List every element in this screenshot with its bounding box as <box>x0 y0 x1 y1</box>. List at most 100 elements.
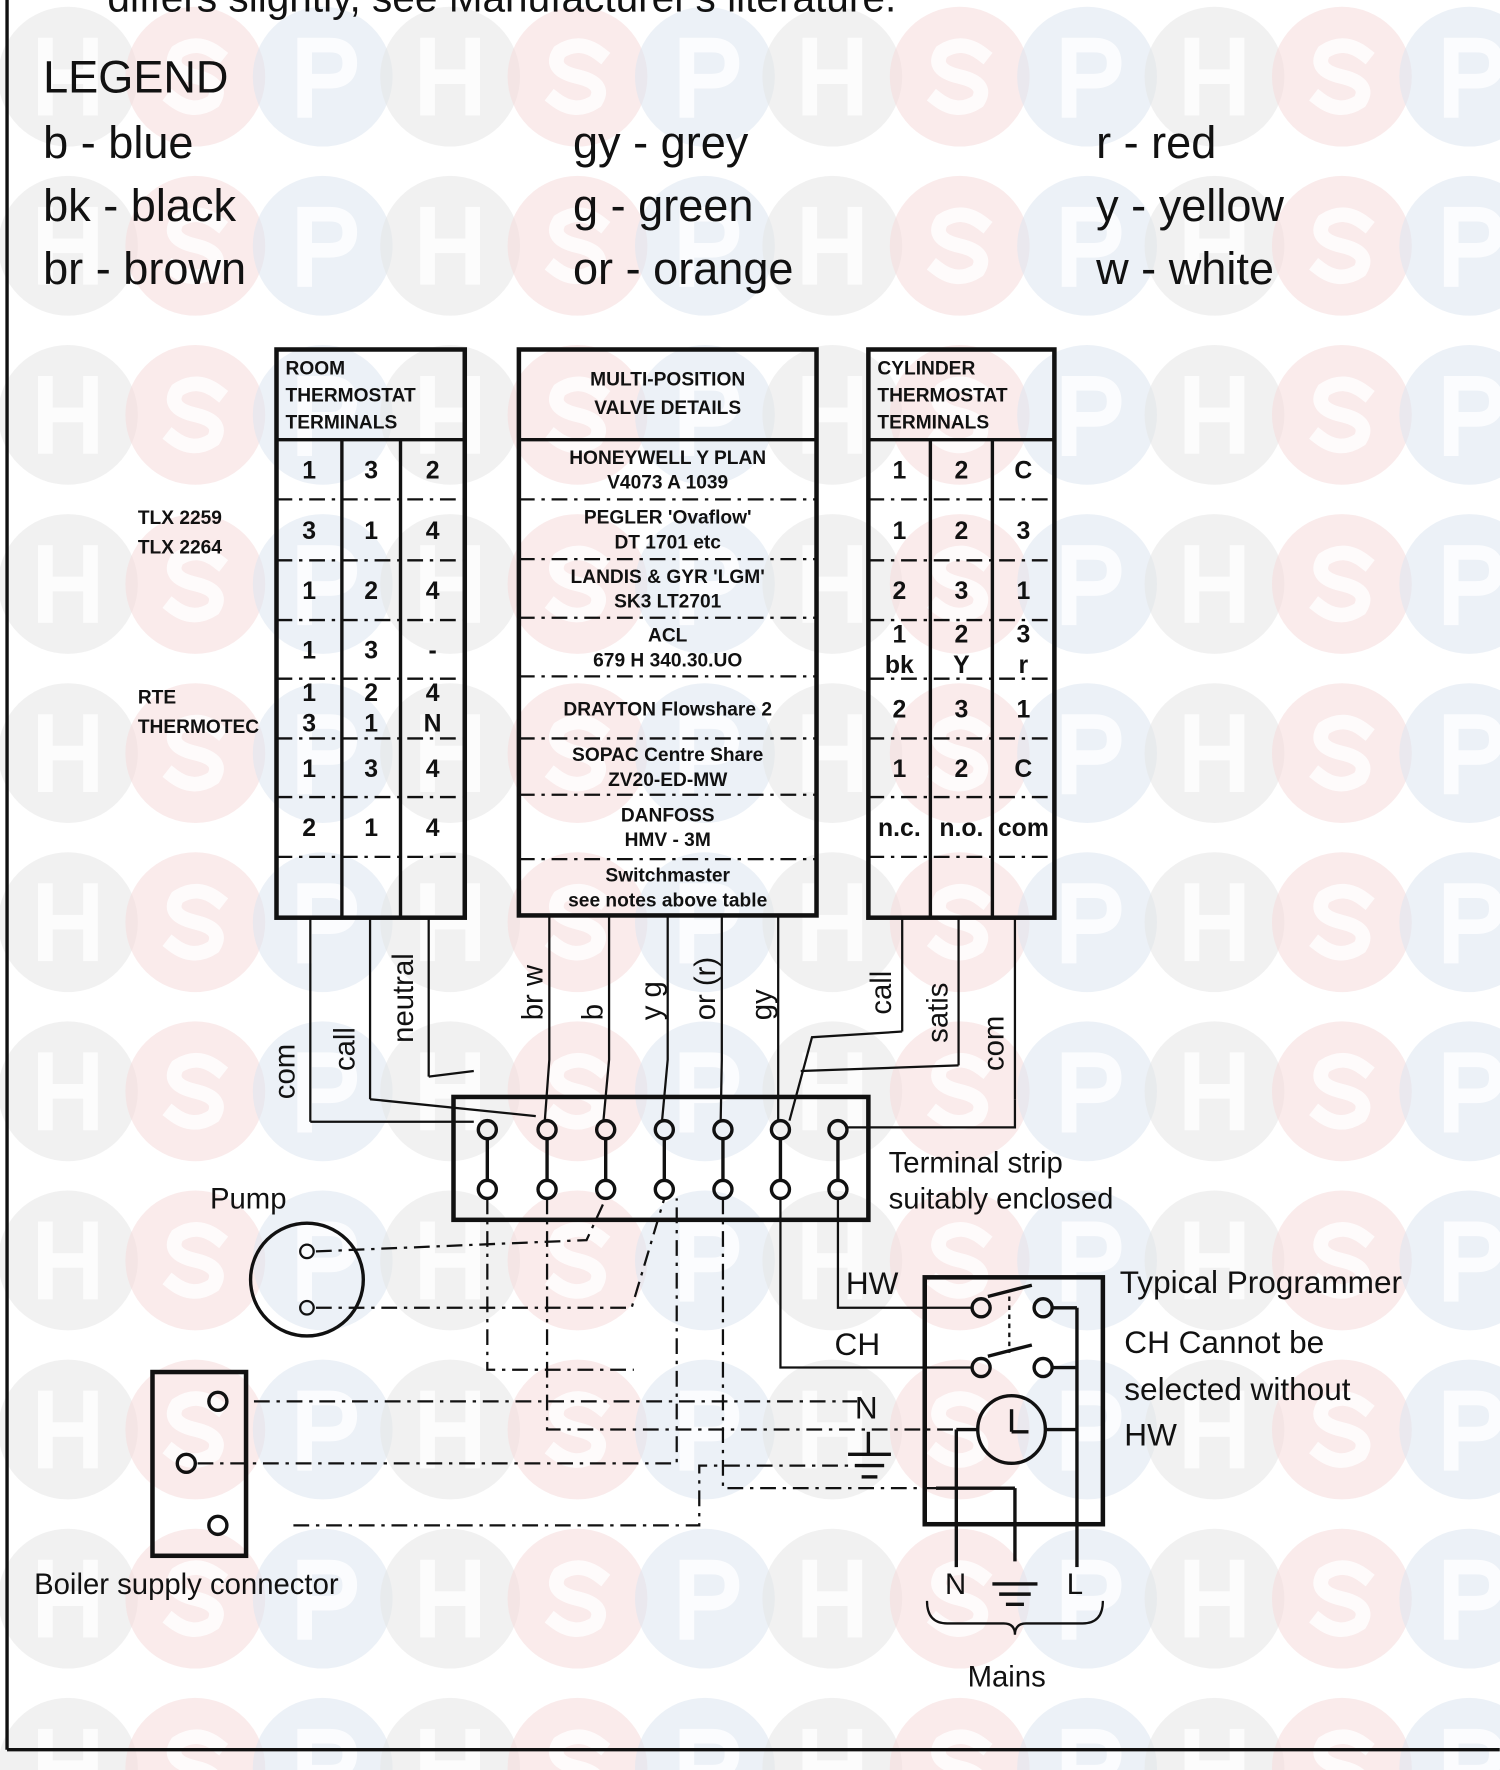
programmer-terminal-n: N <box>855 1389 878 1425</box>
wire-label: call <box>865 971 898 1015</box>
watermark-letter-p <box>1061 206 1122 287</box>
watermark-letter-p <box>1061 1728 1122 1770</box>
legend-item: br - brown <box>43 243 246 294</box>
watermark-letter-s <box>1309 545 1375 623</box>
watermark-letter-h <box>802 1559 863 1638</box>
wire <box>779 1198 973 1369</box>
terminal-strip-label-1: Terminal strip <box>889 1146 1063 1179</box>
watermark-letter-h <box>1184 375 1245 454</box>
table-cell-second-line: bk <box>885 652 914 679</box>
valve-detail: HONEYWELL Y PLAN <box>569 448 766 469</box>
watermark-letter-s <box>1309 1052 1375 1130</box>
watermark-letter-p <box>1061 714 1122 795</box>
table-cell: 2 <box>426 458 440 485</box>
table-cell: 2 <box>364 680 378 707</box>
watermark-letter-s <box>162 1052 229 1130</box>
watermark-letter-s <box>926 714 993 792</box>
watermark-letter-s <box>162 38 229 115</box>
watermark-letter-s <box>1313 1729 1375 1770</box>
mains-label: Mains <box>968 1661 1046 1694</box>
watermark-letter-s <box>544 1052 611 1130</box>
mains-brace <box>925 1600 1104 1635</box>
wire-label: com <box>978 1016 1011 1071</box>
watermark-letter-h <box>38 375 98 454</box>
programmer-note-1: CH Cannot be <box>1124 1324 1324 1360</box>
watermark-letter-p <box>297 1559 358 1640</box>
watermark-letter-h <box>420 37 480 116</box>
intro-text: differs slightly, see Manufacturer's lit… <box>107 0 896 20</box>
wire <box>836 1198 973 1309</box>
watermark-letter-p <box>1443 714 1500 795</box>
watermark-letter-s <box>544 376 611 454</box>
watermark-letter-h <box>1184 1221 1245 1300</box>
table-cell: 4 <box>426 518 440 545</box>
table-cell: 3 <box>1016 622 1030 649</box>
table-cell: 1 <box>302 756 316 783</box>
table-cell: 4 <box>426 815 440 842</box>
terminal-screw <box>769 1178 792 1201</box>
wire-label: gy <box>745 989 778 1020</box>
watermark-letter-p <box>679 1390 740 1471</box>
mains-terminal-l: L <box>1067 1568 1083 1601</box>
legend-item: r - red <box>1096 117 1216 168</box>
wire <box>660 915 669 1121</box>
table-cell: 1 <box>302 578 316 605</box>
earth-icon <box>848 1431 891 1479</box>
watermark-letter-s <box>162 1222 229 1299</box>
watermark-letter-h <box>38 1728 98 1770</box>
table-cell: 1 <box>364 815 378 842</box>
wire <box>788 1030 903 1121</box>
programmer-note-3: HW <box>1124 1416 1177 1452</box>
watermark-letter-s <box>931 1729 993 1770</box>
table-cell: com <box>998 815 1049 842</box>
wire <box>719 915 723 1121</box>
wire-label: neutral <box>387 953 420 1043</box>
table-cell: 3 <box>302 518 316 545</box>
table-cell: 1 <box>892 756 906 783</box>
table-cell: 2 <box>954 518 968 545</box>
table-cell: 4 <box>426 680 440 707</box>
thermostat-model-label: TLX 2259 <box>138 508 222 529</box>
watermark-letter-p <box>1061 1221 1122 1302</box>
watermark-letter-p <box>1061 37 1122 118</box>
table-cell: 2 <box>954 458 968 485</box>
legend-item: or - orange <box>573 243 794 294</box>
table-header: TERMINALS <box>877 412 989 433</box>
thermostat-model-label: RTE <box>138 687 177 708</box>
watermark-letter-p <box>297 206 358 287</box>
table-cell: 4 <box>426 756 440 783</box>
watermark-letter-h <box>1184 1390 1245 1469</box>
table-cell: 3 <box>364 756 378 783</box>
watermark-letter-p <box>679 1221 740 1302</box>
table-cell: 1 <box>1016 578 1030 605</box>
watermark-letter-s <box>544 1560 611 1637</box>
table-cell: 3 <box>954 697 968 724</box>
watermark-letter-s <box>1309 714 1375 792</box>
watermark-letter-p <box>679 375 740 457</box>
watermark-letter-p <box>1061 545 1122 626</box>
legend-item: gy - grey <box>573 117 749 168</box>
watermark-letter-s <box>926 545 993 623</box>
table-cell: 3 <box>364 637 378 664</box>
watermark-letter-s <box>1309 376 1375 454</box>
table-cell-second-line: r <box>1019 652 1029 679</box>
watermark-letter-s <box>162 1391 229 1468</box>
watermark-letter-h <box>420 206 480 285</box>
watermark-letter-p <box>1443 1052 1500 1133</box>
wire <box>845 1099 1017 1129</box>
watermark-letter-p <box>297 883 358 964</box>
watermark-letter-h <box>420 1559 480 1638</box>
watermark-letter-p <box>297 545 358 626</box>
wire <box>602 915 611 1121</box>
watermark-letter-p <box>297 375 358 457</box>
wire <box>721 1198 937 1490</box>
watermark-letter-s <box>162 1560 229 1637</box>
watermark-letter-h <box>1184 37 1245 116</box>
watermark-letter-p <box>297 1728 358 1770</box>
watermark-letter-s <box>162 545 229 623</box>
thermostat-model-label: TLX 2264 <box>138 538 222 559</box>
table-header: VALVE DETAILS <box>594 398 741 419</box>
